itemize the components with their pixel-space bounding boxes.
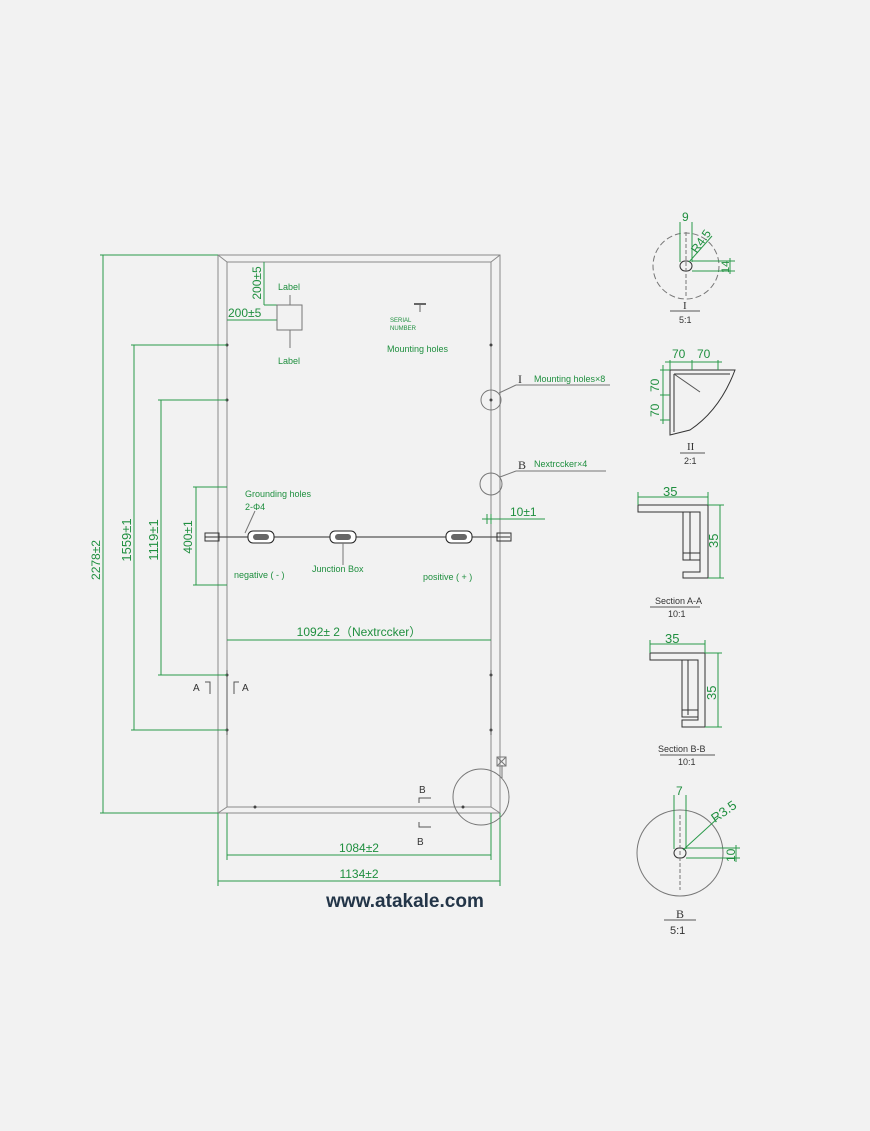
detail-I-dim14: 14: [720, 261, 732, 273]
positive-text: positive ( + ): [423, 572, 472, 582]
callout-B-text: Nextrccker×4: [534, 459, 587, 469]
dim-400: 400±1: [181, 520, 195, 554]
detail-B-scale: 5:1: [670, 925, 685, 937]
dim-overall-height: 2278±2: [89, 540, 103, 580]
section-AA-scale: 10:1: [668, 609, 686, 619]
mounting-holes-text: Mounting holes: [387, 344, 449, 354]
grounding-qty-text: 2-Φ4: [245, 502, 265, 512]
dim-1134: 1134±2: [339, 867, 378, 881]
section-BB-dim35h: 35: [704, 686, 719, 700]
dim-200-top: 200±5: [250, 266, 264, 300]
callout-I-mark: I: [518, 372, 522, 386]
serial-text: SERIAL: [390, 318, 412, 324]
label-top-text: Label: [278, 282, 300, 292]
section-A-left: A: [193, 683, 200, 694]
negative-text: negative ( - ): [234, 570, 285, 580]
detail-I-drawing: [652, 222, 735, 312]
dim-1092: 1092± 2（Nextrccker）: [297, 625, 422, 639]
detail-B-name: B: [676, 907, 684, 921]
dim-10: 10±1: [510, 505, 537, 519]
section-AA-drawing: [637, 492, 724, 608]
callout-I: [480, 384, 610, 411]
section-BB-scale: 10:1: [678, 757, 696, 767]
section-A-right: A: [242, 683, 249, 694]
detail-II-scale: 2:1: [684, 456, 697, 466]
detail-II-dim70b: 70: [697, 347, 711, 361]
serial-marker: [414, 303, 426, 312]
detail-B-dim7: 7: [676, 784, 683, 798]
dim-200-left: 200±5: [228, 306, 262, 320]
detail-II-dim70a: 70: [672, 347, 686, 361]
section-AA-dim35h: 35: [706, 534, 721, 548]
detail-II-dim70c: 70: [648, 378, 662, 392]
callout-corner: [452, 756, 510, 826]
cable-assembly: [204, 510, 512, 565]
dimension-lines: [100, 254, 545, 886]
detail-II-dim70d: 70: [648, 403, 662, 417]
detail-B-drawing: [636, 795, 740, 921]
callout-B-mark: B: [518, 458, 526, 472]
callout-B: [479, 470, 606, 496]
dim-1119: 1119±1: [146, 519, 161, 560]
label-box: [276, 295, 303, 348]
section-BB-name: Section B-B: [658, 744, 706, 754]
dim-1559: 1559±1: [119, 518, 134, 561]
label-bottom-text: Label: [278, 356, 300, 366]
dim-1084: 1084±2: [339, 841, 379, 855]
detail-II-name: II: [687, 441, 695, 453]
section-AA-dim35w: 35: [663, 484, 677, 499]
grounding-holes-text: Grounding holes: [245, 489, 312, 499]
website-link[interactable]: www.atakale.com: [325, 891, 484, 912]
panel-frame: [217, 254, 501, 814]
section-B-top: B: [419, 785, 426, 796]
section-BB-dim35w: 35: [665, 631, 679, 646]
detail-B-dim10: 10: [724, 848, 738, 862]
detail-I-dim9: 9: [682, 210, 689, 224]
section-A-marker: [205, 681, 239, 694]
detail-I-name: I: [683, 300, 687, 312]
section-B-bottom: B: [417, 837, 424, 848]
callout-I-text: Mounting holes×8: [534, 374, 605, 384]
detail-I-scale: 5:1: [679, 315, 692, 325]
section-BB-drawing: [649, 640, 722, 756]
section-B-marker: [418, 797, 431, 828]
number-text: NUMBER: [390, 326, 417, 332]
section-AA-name: Section A-A: [655, 596, 702, 606]
detail-II-drawing: [660, 360, 736, 454]
junction-box-text: Junction Box: [312, 564, 364, 574]
